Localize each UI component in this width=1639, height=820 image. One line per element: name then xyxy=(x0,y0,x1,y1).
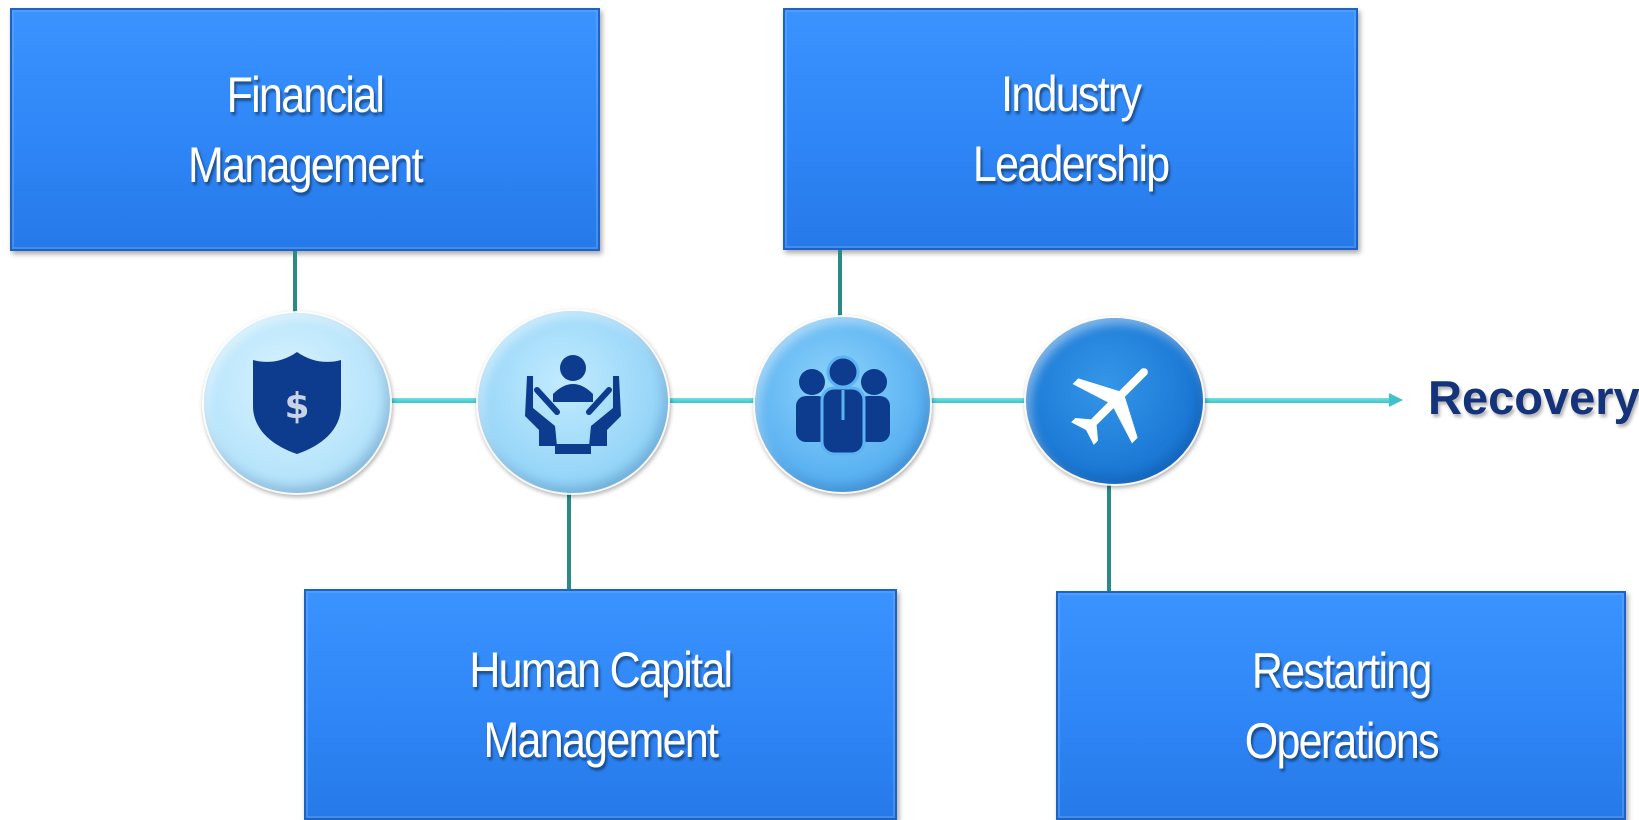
financial-management-label: Financial Management xyxy=(188,66,424,193)
industry-leadership-label: Industry Leadership xyxy=(972,66,1170,192)
human-capital-management-label: Human Capital Management xyxy=(469,641,733,768)
shield-dollar-icon: $ xyxy=(253,352,341,454)
restarting-operations-box: Restarting Operations xyxy=(1056,591,1626,820)
team-circle xyxy=(755,317,930,492)
connector-restarting xyxy=(1107,480,1111,591)
svg-text:$: $ xyxy=(284,386,309,427)
connector-human-capital xyxy=(567,492,571,589)
connector-industry xyxy=(838,250,842,317)
financial-management-box: Financial Management xyxy=(10,8,600,251)
hands-person-circle xyxy=(478,311,668,493)
industry-leadership-box: Industry Leadership xyxy=(783,8,1358,250)
recovery-label: Recovery xyxy=(1428,371,1639,424)
connector-financial xyxy=(293,251,297,313)
shield-dollar-circle: $ xyxy=(204,313,390,493)
timeline-arrowhead xyxy=(1389,393,1403,407)
hands-person-icon xyxy=(525,355,621,454)
airplane-circle xyxy=(1026,318,1203,484)
airplane-icon xyxy=(1070,368,1148,445)
restarting-operations-label: Restarting Operations xyxy=(1244,642,1439,769)
human-capital-management-box: Human Capital Management xyxy=(304,589,897,820)
team-icon xyxy=(795,355,890,455)
